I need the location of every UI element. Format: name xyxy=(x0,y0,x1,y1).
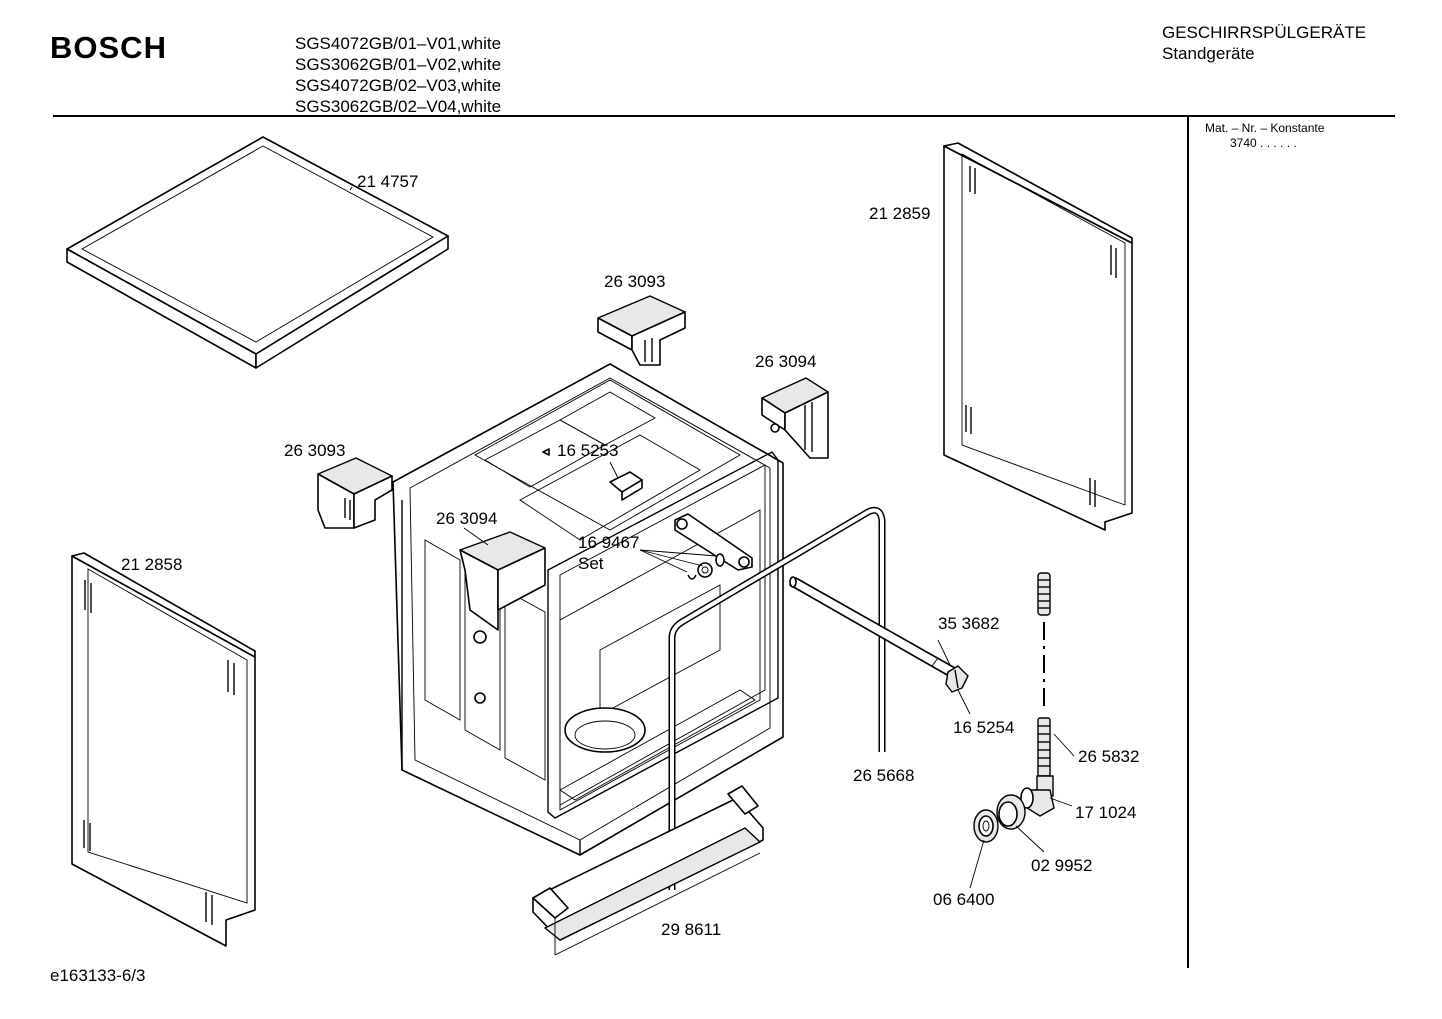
category-line2: Standgeräte xyxy=(1162,44,1255,63)
model-line: SGS3062GB/02–V04,white xyxy=(295,97,502,116)
elbow-fitting-part xyxy=(1020,775,1055,817)
drawing-id: e163133-6/3 xyxy=(50,966,146,985)
tub-body-part xyxy=(392,363,784,856)
brand-logo: BOSCH xyxy=(50,30,167,65)
label-base-plinth: 29 8611 xyxy=(661,920,721,939)
label-tube: 35 3682 xyxy=(938,614,999,633)
top-cover-part xyxy=(66,136,449,369)
mat-label: Mat. – Nr. – Konstante xyxy=(1205,121,1325,135)
tube-part xyxy=(789,576,956,677)
label-bracket-left: 26 3093 xyxy=(284,441,345,460)
category-title: GESCHIRRSPÜLGERÄTE Standgeräte xyxy=(1162,22,1366,64)
hinge-set-part xyxy=(639,513,753,580)
bracket-top-left-part xyxy=(597,295,686,366)
model-line: SGS3062GB/01–V02,white xyxy=(295,55,502,74)
right-side-panel-part xyxy=(943,142,1133,531)
label-left-side-panel: 21 2858 xyxy=(121,555,182,574)
nut-part xyxy=(996,794,1026,830)
label-set-word: Set xyxy=(578,554,604,573)
label-bracket-top-right: 26 3094 xyxy=(755,352,816,371)
label-elbow: 17 1024 xyxy=(1075,803,1136,822)
label-right-side-panel: 21 2859 xyxy=(869,204,930,223)
clip-part xyxy=(542,448,643,501)
category-line1: GESCHIRRSPÜLGERÄTE xyxy=(1162,23,1367,42)
label-door-seal: 26 5668 xyxy=(853,766,914,785)
base-plinth-part xyxy=(532,785,764,956)
label-hinge-set: 16 9467 xyxy=(578,533,639,552)
label-clip: 16 5253 xyxy=(557,441,618,460)
washer-part xyxy=(973,809,999,843)
left-side-panel-part xyxy=(71,552,256,947)
label-nut: 02 9952 xyxy=(1031,856,1092,875)
label-threaded-rod: 26 5832 xyxy=(1078,747,1139,766)
threaded-rod-part xyxy=(1037,572,1051,777)
mat-constant-block: Mat. – Nr. – Konstante 3740 . . . . . . xyxy=(1205,121,1324,151)
bracket-left-part xyxy=(317,457,393,529)
end-cap-part xyxy=(945,665,969,693)
label-washer: 06 6400 xyxy=(933,890,994,909)
label-bracket-inner: 26 3094 xyxy=(436,509,497,528)
mat-value: 3740 . . . . . . xyxy=(1230,136,1297,150)
bracket-inner-part xyxy=(459,531,546,644)
bracket-top-right-part xyxy=(761,377,829,459)
door-seal-part xyxy=(668,506,886,890)
label-top-cover: 21 4757 xyxy=(357,172,418,191)
label-bracket-top-left: 26 3093 xyxy=(604,272,665,291)
model-list: SGS4072GB/01–V01,white SGS3062GB/01–V02,… xyxy=(295,33,501,117)
model-line: SGS4072GB/01–V01,white xyxy=(295,34,502,53)
model-line: SGS4072GB/02–V03,white xyxy=(295,76,502,95)
label-end-cap: 16 5254 xyxy=(953,718,1014,737)
